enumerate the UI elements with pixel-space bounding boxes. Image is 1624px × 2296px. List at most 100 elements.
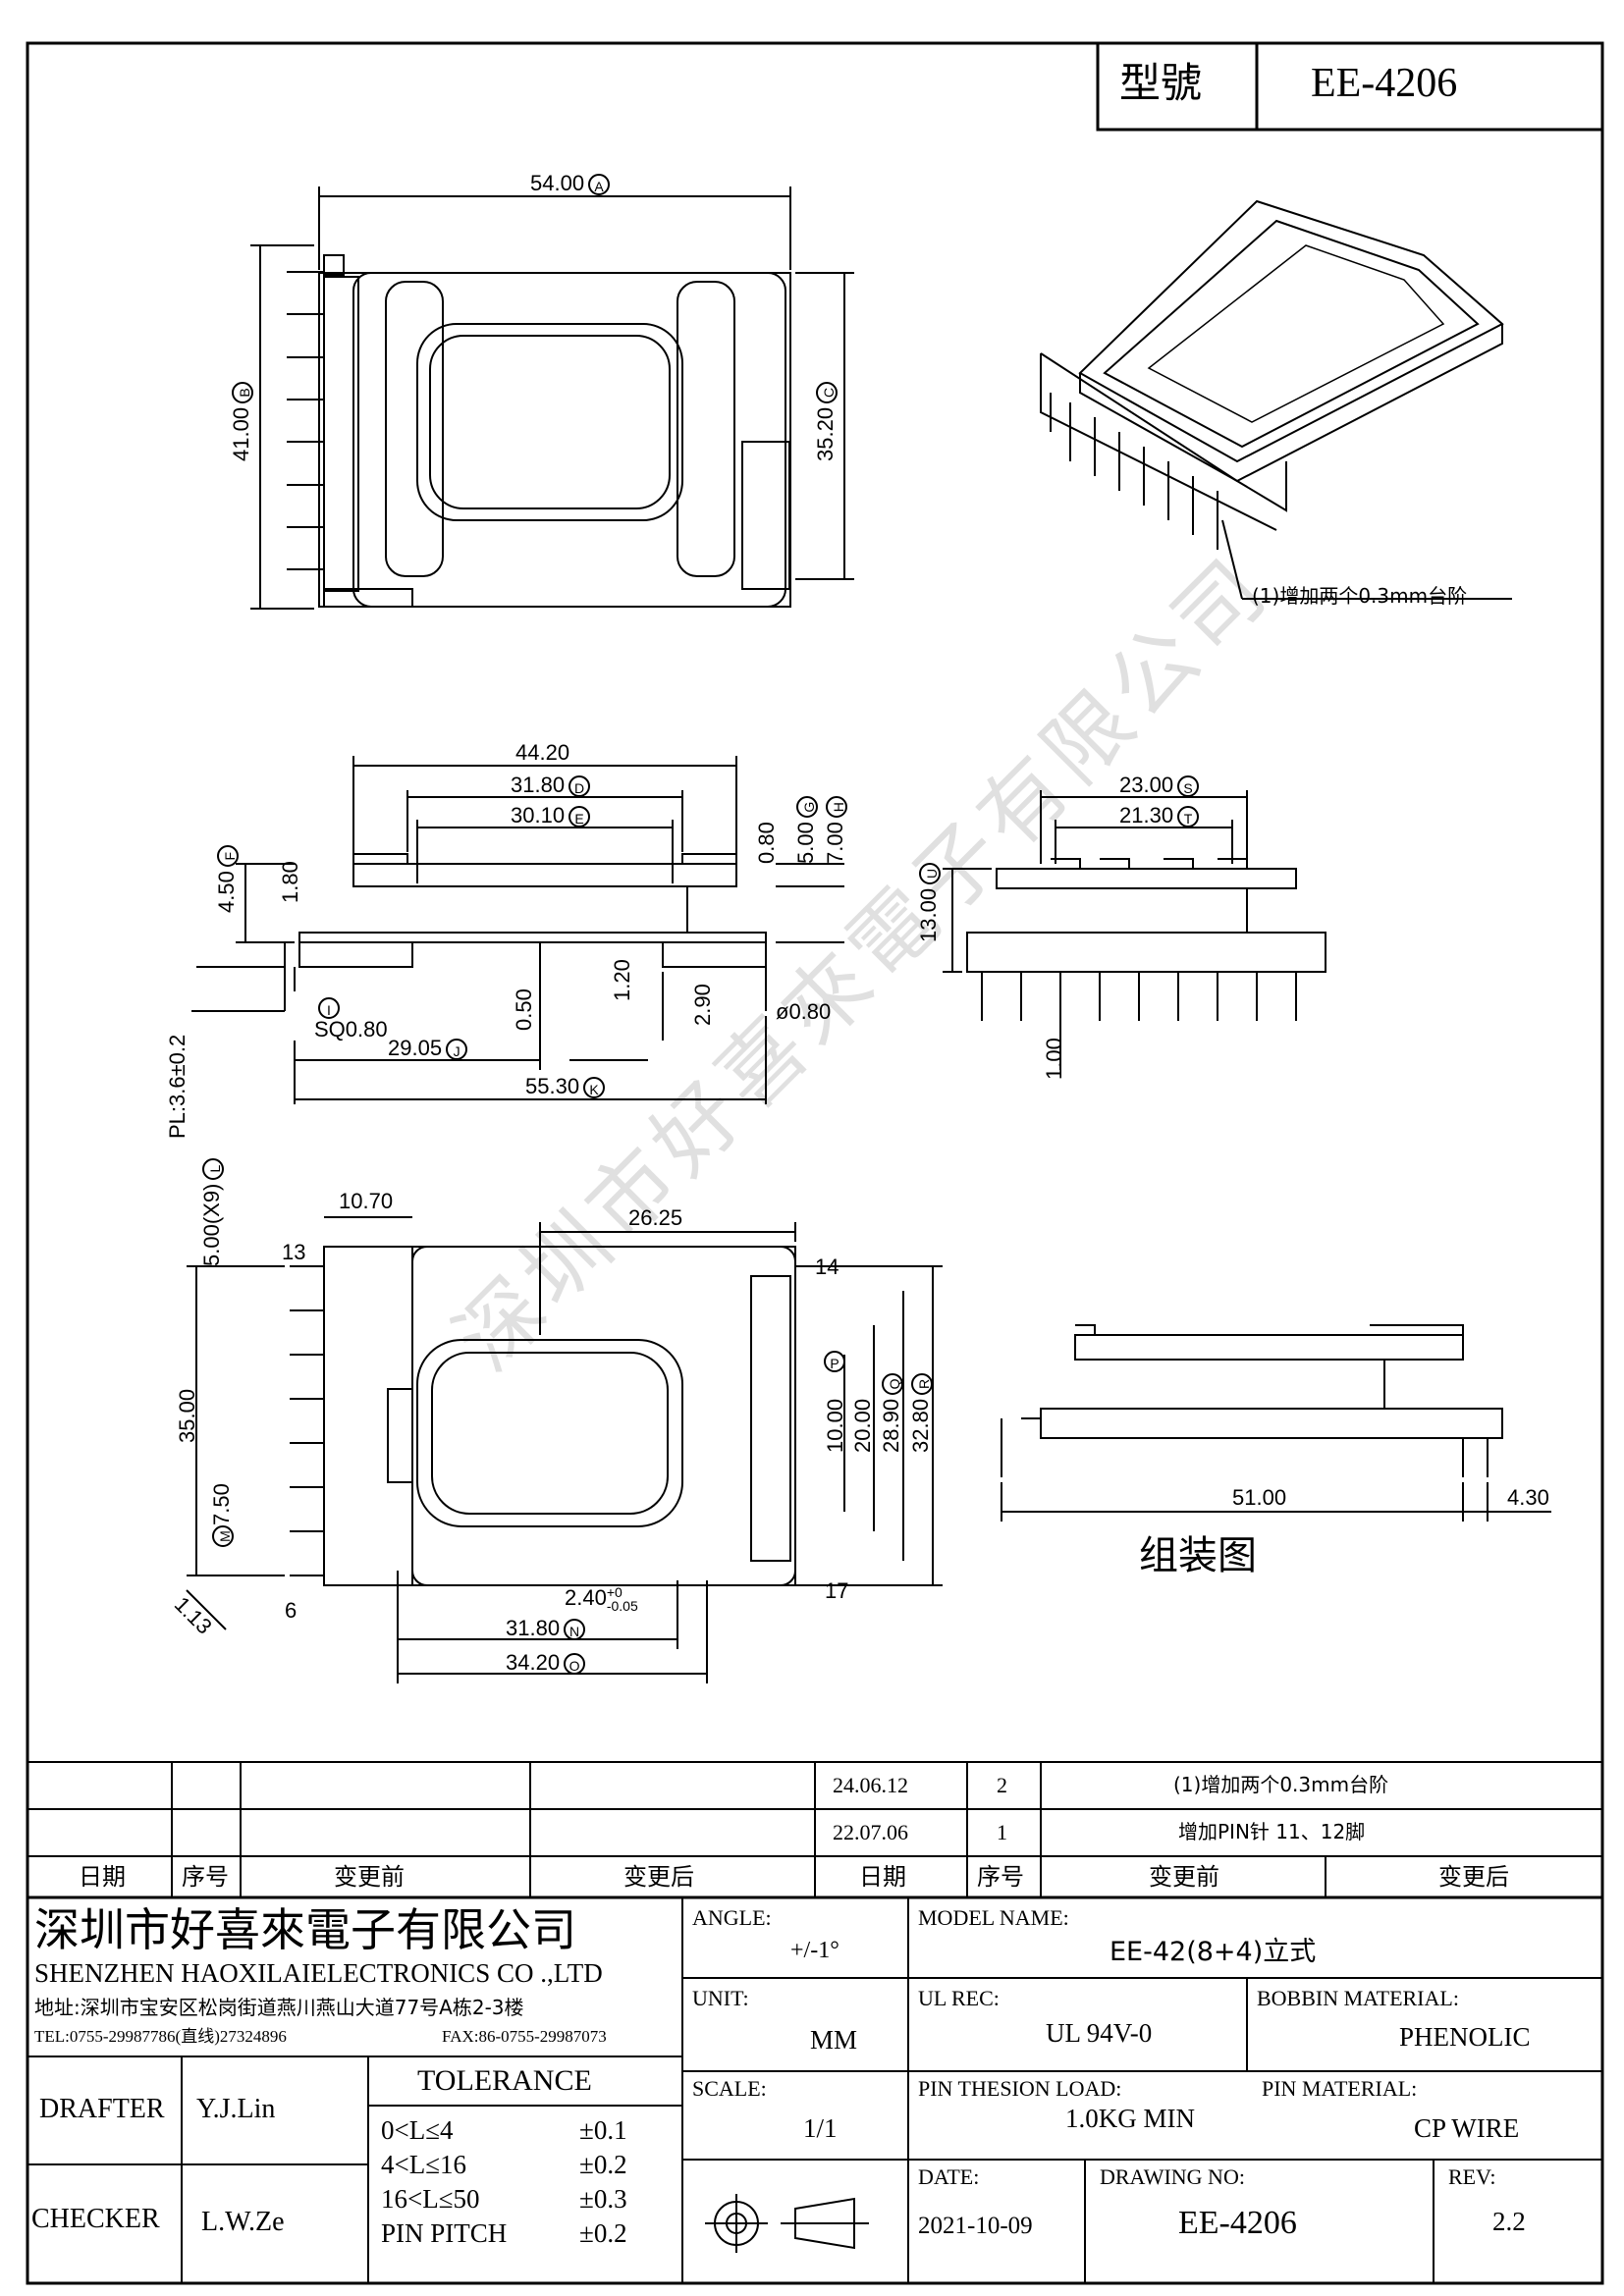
dim-side-5: 5.00G: [793, 796, 819, 864]
model-name-label: MODEL NAME:: [918, 1905, 1069, 1930]
title-block: [27, 1897, 1602, 2283]
dim-bottom-8: 32.80R: [908, 1372, 934, 1453]
revision-table: [27, 1761, 1602, 1899]
pin-6: 6: [285, 1598, 298, 1623]
rev-header-before: 变更前: [334, 1863, 405, 1891]
rev-header-after: 变更后: [623, 1863, 694, 1891]
scale-label: SCALE:: [692, 2076, 767, 2101]
tolerance-range-1: 0<L≤4: [381, 2115, 454, 2145]
rev-label: REV:: [1448, 2164, 1496, 2189]
pin-load-label: PIN THESION LOAD:: [918, 2076, 1122, 2101]
tolerance-value-2: ±0.2: [579, 2150, 627, 2179]
drawing-no-value: EE-4206: [1178, 2205, 1297, 2241]
tolerance-title: TOLERANCE: [417, 2064, 592, 2097]
company-name-cn: 深圳市好喜來電子有限公司: [34, 1903, 576, 1956]
company-fax: FAX:86-0755-29987073: [442, 2027, 607, 2046]
unit-value: MM: [810, 2025, 858, 2055]
dim-side-4: 0.80: [754, 822, 779, 864]
dim-side-11: 1.20: [610, 959, 634, 1001]
tolerance-value-4: ±0.2: [579, 2218, 627, 2248]
pin-load-value: 1.0KG MIN: [1065, 2104, 1195, 2133]
date-label: DATE:: [918, 2164, 980, 2189]
rev-header-no: 序号: [182, 1863, 229, 1891]
dim-bottom-5-tag: P: [820, 1350, 845, 1373]
tolerance-range-4: PIN PITCH: [381, 2218, 508, 2248]
dim-bottom-6: 20.00: [850, 1398, 875, 1453]
rev-value: 2.2: [1492, 2207, 1526, 2236]
rev-header-after-2: 变更后: [1438, 1863, 1509, 1891]
dim-side-10: 0.50: [512, 988, 536, 1031]
bobbin-material-value: PHENOLIC: [1399, 2022, 1531, 2052]
unit-label: UNIT:: [692, 1986, 749, 2010]
drawing-no-label: DRAWING NO:: [1100, 2164, 1245, 2189]
dim-bottom-2: 26.25: [628, 1205, 683, 1230]
rev-no-1: 1: [997, 1820, 1007, 1844]
rev-desc-1: 增加PIN针 11、12脚: [1178, 1820, 1366, 1843]
dim-bottom-5: 10.00: [823, 1398, 847, 1453]
ul-rec-label: UL REC:: [918, 1986, 1000, 2010]
iso-view: [1040, 199, 1512, 600]
rev-no-2: 2: [997, 1773, 1007, 1797]
dim-top-inner-height: 35.20C: [813, 381, 839, 461]
rev-header-no-2: 序号: [977, 1863, 1024, 1891]
tolerance-range-3: 16<L≤50: [381, 2184, 480, 2214]
rev-date-2: 24.06.12: [833, 1773, 908, 1797]
dim-assembly-2: 4.30: [1507, 1485, 1549, 1510]
tolerance-range-2: 4<L≤16: [381, 2150, 467, 2179]
dim-top-height: 41.00B: [229, 381, 254, 461]
dim-front-4: 1.00: [1042, 1038, 1066, 1080]
tolerance-value-3: ±0.3: [579, 2184, 627, 2214]
rev-header-before-2: 变更前: [1149, 1863, 1219, 1891]
front-view: [943, 790, 1326, 1070]
dim-side-1: 44.20: [515, 740, 570, 765]
top-view: [250, 187, 854, 610]
rev-header-date: 日期: [79, 1863, 126, 1891]
dim-side-7: 4.50F: [214, 845, 240, 913]
rev-desc-2: (1)增加两个0.3mm台阶: [1173, 1773, 1389, 1796]
angle-label: ANGLE:: [692, 1905, 772, 1930]
company-name-en: SHENZHEN HAOXILAIELECTRONICS CO .,LTD: [34, 1958, 603, 1988]
dim-bottom-1: 10.70: [339, 1189, 394, 1213]
dim-bottom-7: 28.90Q: [879, 1372, 904, 1453]
dim-side-pl: PL:3.6±0.2: [165, 1034, 189, 1139]
date-value: 2021-10-09: [918, 2213, 1033, 2239]
dim-side-6: 7.00H: [823, 796, 848, 864]
rev-date-1: 22.07.06: [833, 1820, 908, 1844]
dim-side-8: 1.80: [278, 861, 302, 903]
company-tel: TEL:0755-29987786(直线)27324896: [34, 2027, 287, 2046]
dim-bottom-4: M7.50: [209, 1483, 235, 1551]
model-name-value: EE-42(8+4)立式: [1110, 1937, 1317, 1967]
ul-rec-value: UL 94V-0: [1046, 2018, 1153, 2048]
dim-assembly-1: 51.00: [1232, 1485, 1287, 1510]
rev-header-date-2: 日期: [859, 1863, 906, 1891]
dim-bottom-pitch: 5.00(X9)L: [199, 1157, 225, 1266]
tolerance-value-1: ±0.1: [579, 2115, 627, 2145]
checker-value: L.W.Ze: [201, 2207, 285, 2237]
pin-material-value: CP WIRE: [1414, 2113, 1520, 2143]
pin-13: 13: [282, 1240, 306, 1264]
drafter-value: Y.J.Lin: [196, 2094, 276, 2124]
bottom-view: [186, 1216, 943, 1683]
angle-value: +/-1°: [790, 1938, 839, 1963]
bobbin-material-label: BOBBIN MATERIAL:: [1257, 1986, 1459, 2010]
pin-17: 17: [825, 1578, 849, 1603]
scale-value: 1/1: [803, 2113, 838, 2143]
checker-label: CHECKER: [31, 2204, 160, 2234]
assembly-caption: 组装图: [1139, 1533, 1257, 1578]
pin-14: 14: [815, 1255, 839, 1279]
drafter-label: DRAFTER: [39, 2094, 165, 2124]
pin-material-label: PIN MATERIAL:: [1262, 2076, 1418, 2101]
side-view: [191, 756, 844, 1104]
change-note: (1)增加两个0.3mm台阶: [1252, 584, 1468, 608]
assembly-view: [1001, 1324, 1551, 1522]
